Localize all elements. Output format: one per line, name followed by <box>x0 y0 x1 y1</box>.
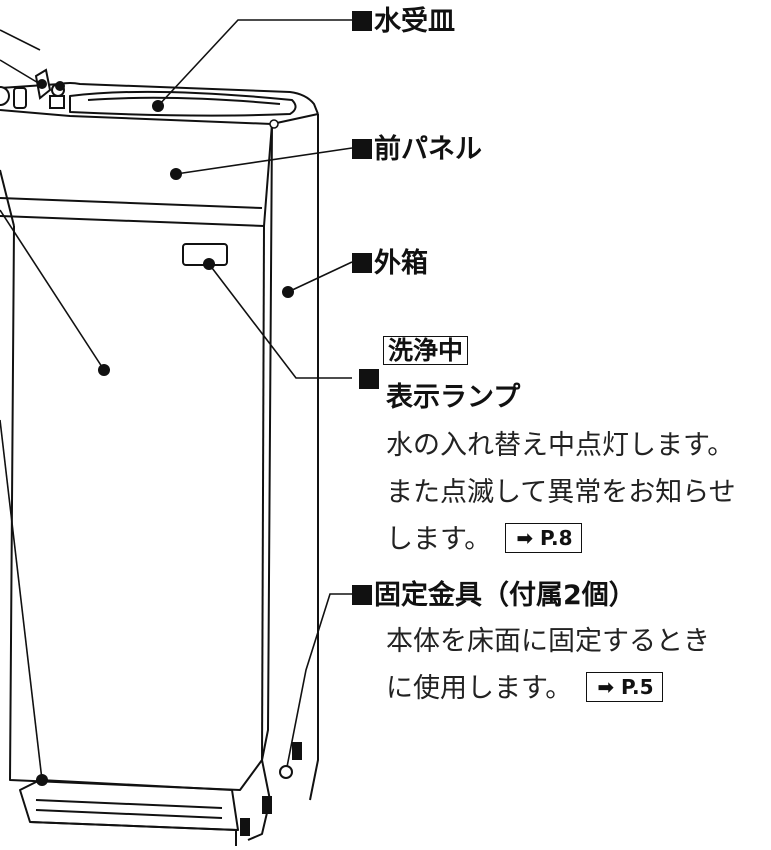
bullet-square-icon <box>352 11 372 31</box>
cleaning-tag: 洗浄中 <box>383 336 469 365</box>
drip-tray-rim <box>69 90 297 117</box>
indicator-desc-line-1: 水の入れ替え中点灯します。 <box>386 430 735 461</box>
leader-off-left-4 <box>0 419 43 781</box>
label-indicator-lamp: 表示ランプ <box>386 382 521 413</box>
indicator-desc-line-3: します。➡ P.8 <box>386 516 736 563</box>
leader-front-panel <box>175 147 353 175</box>
leader-drip-tray <box>157 19 352 107</box>
indicator-desc-line-2: また点滅して異常をお知らせ <box>386 477 736 508</box>
label-outer-case: 外箱 <box>352 250 428 277</box>
callout-dot-spout <box>37 79 47 89</box>
leader-off-left-3 <box>0 209 105 371</box>
label-cleaning-tag: 洗浄中 <box>383 336 469 365</box>
page-ref-p8[interactable]: ➡ P.8 <box>505 523 582 553</box>
bullet-square-icon <box>359 369 379 389</box>
leader-outer-case <box>287 261 353 293</box>
callout-dot-pedal <box>36 774 48 786</box>
label-drip-tray: 水受皿 <box>352 8 455 35</box>
front-body-outline <box>9 225 263 791</box>
label-front-panel: 前パネル <box>352 136 482 163</box>
front-panel-outline <box>0 109 273 227</box>
bullet-square-icon <box>352 585 372 605</box>
cabinet-top-outline <box>0 82 319 115</box>
page-ref-p5[interactable]: ➡ P.5 <box>586 672 663 702</box>
leader-bracket <box>285 593 352 773</box>
callout-dot-body <box>98 364 110 376</box>
callout-dot-front-panel <box>170 168 182 180</box>
leader-off-left-1 <box>0 29 41 51</box>
bracket-desc-line-2: に使用します。➡ P.5 <box>386 665 710 712</box>
bracket-desc-line-1: 本体を床面に固定するとき <box>386 626 710 657</box>
bullet-square-icon <box>352 139 372 159</box>
leader-off-left-2 <box>0 59 41 85</box>
callout-dot-indicator <box>203 258 215 270</box>
outer-case-right <box>309 114 319 801</box>
label-indicator-bullet <box>359 366 381 393</box>
callout-dot-spout-2 <box>55 81 65 91</box>
bullet-square-icon <box>352 253 372 273</box>
callout-dot-bracket <box>279 765 293 779</box>
drip-tray-inner <box>87 96 281 105</box>
indicator-description: 水の入れ替え中点灯します。 また点滅して異常をお知らせ します。➡ P.8 <box>386 422 736 563</box>
callout-dot-outer-case <box>282 286 294 298</box>
callout-dot-drip-tray <box>152 100 164 112</box>
bracket-description: 本体を床面に固定するとき に使用します。➡ P.5 <box>386 618 710 712</box>
leader-indicator <box>208 263 352 379</box>
label-bracket: 固定金具（付属2個） <box>352 582 636 609</box>
